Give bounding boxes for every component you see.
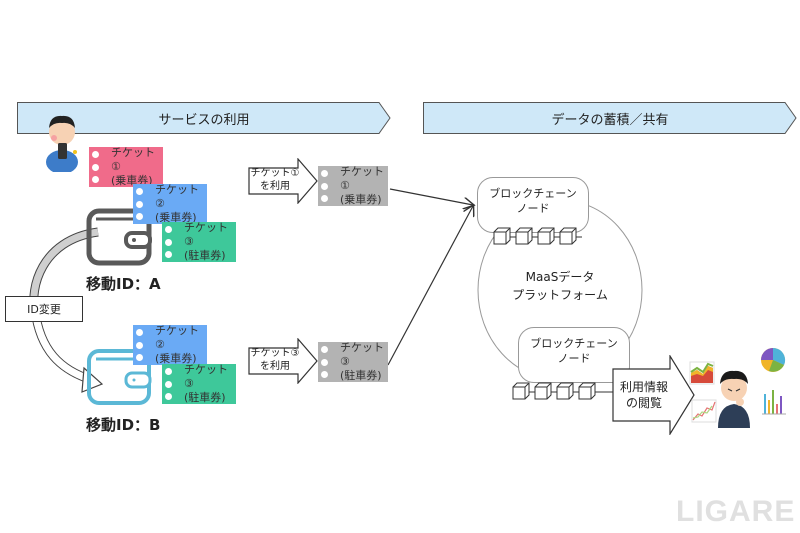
use-ticket1-arrow	[248, 158, 318, 204]
use-ticket3-arrow	[248, 338, 318, 384]
bar-chart-icon	[762, 390, 786, 415]
mobility-id-b-label: 移動ID：B	[86, 416, 161, 434]
ticket-type: (乗車券)	[155, 211, 197, 224]
pie-chart-icon	[761, 348, 786, 372]
banner-service-use: サービスの利用	[17, 102, 391, 134]
view-usage-info-text: 利用情報 の閲覧	[616, 379, 672, 411]
node-label-line1: ブロックチェーン	[489, 187, 577, 200]
ticket-3-parking: チケット③ (駐車券)	[162, 221, 236, 262]
block-chain-top-icon	[493, 227, 582, 245]
wallet-b-icon	[87, 349, 152, 405]
platform-line1: MaaSデータ	[525, 270, 595, 284]
ticket-type: (駐車券)	[340, 369, 382, 382]
arrow-ticket1-to-node	[389, 188, 473, 205]
node-label-line2: ノード	[516, 202, 550, 215]
node-label-line2: ノード	[557, 352, 591, 365]
view-line2: の閲覧	[625, 396, 662, 410]
ticket-type: (駐車券)	[184, 391, 226, 404]
blockchain-node-top: ブロックチェーン ノード	[477, 177, 589, 233]
arrow-line2: を利用	[260, 181, 290, 192]
ticket-type: (乗車券)	[155, 352, 197, 365]
ticket-2-ride-b: チケット② (乗車券)	[133, 324, 207, 365]
banner-data-share-label: データの蓄積／共有	[551, 112, 669, 128]
ticket-name: チケット①	[340, 165, 384, 192]
maas-platform-label: MaaSデータ プラットフォーム	[490, 268, 630, 304]
area-chart-icon	[689, 361, 715, 385]
ticket-3-parking-b: チケット③ (駐車券)	[162, 363, 236, 404]
ticket-2-ride: チケット② (乗車券)	[133, 183, 207, 224]
ticket-name: チケット②	[155, 324, 199, 351]
blockchain-node-bottom: ブロックチェーン ノード	[518, 327, 630, 383]
wallet-a-icon	[86, 208, 152, 266]
banner-service-use-label: サービスの利用	[158, 112, 250, 128]
arrow-ticket3-to-node	[387, 206, 473, 366]
used-ticket-3: チケット③ (駐車券)	[318, 341, 388, 382]
line-chart-icon	[691, 399, 717, 423]
person-smartphone-icon	[46, 115, 78, 172]
ticket-name: チケット③	[184, 363, 228, 390]
arrow-line1: チケット③	[250, 348, 300, 359]
ticket-type: (乗車券)	[111, 174, 153, 187]
ticket-type: (駐車券)	[184, 249, 226, 262]
arrow-line1: チケット①	[250, 168, 300, 179]
analyst-with-charts-icon	[689, 348, 786, 428]
ticket-name: チケット③	[340, 341, 384, 368]
view-usage-info-arrow	[612, 355, 695, 435]
view-line1: 利用情報	[619, 380, 668, 394]
ticket-1-ride: チケット① (乗車券)	[89, 146, 163, 187]
ticket-type: (乗車券)	[340, 193, 382, 206]
ticket-name: チケット①	[111, 146, 155, 173]
use-ticket3-text: チケット③ を利用	[250, 347, 300, 373]
node-label-line1: ブロックチェーン	[530, 337, 618, 350]
use-ticket1-text: チケット① を利用	[250, 167, 300, 193]
block-chain-bottom-icon	[512, 382, 601, 400]
ticket-name: チケット②	[155, 183, 199, 210]
ligare-watermark: LIGARE	[676, 495, 796, 528]
used-ticket-1: チケット① (乗車券)	[318, 165, 388, 206]
banner-data-share: データの蓄積／共有	[423, 102, 797, 134]
platform-line2: プラットフォーム	[512, 288, 608, 302]
arrow-line2: を利用	[260, 361, 290, 372]
thinking-person-icon	[718, 370, 750, 428]
id-change-arrowhead	[81, 366, 104, 393]
mobility-id-a-label: 移動ID：A	[86, 275, 161, 293]
id-change-label: ID変更	[5, 296, 83, 322]
ticket-name: チケット③	[184, 221, 228, 248]
